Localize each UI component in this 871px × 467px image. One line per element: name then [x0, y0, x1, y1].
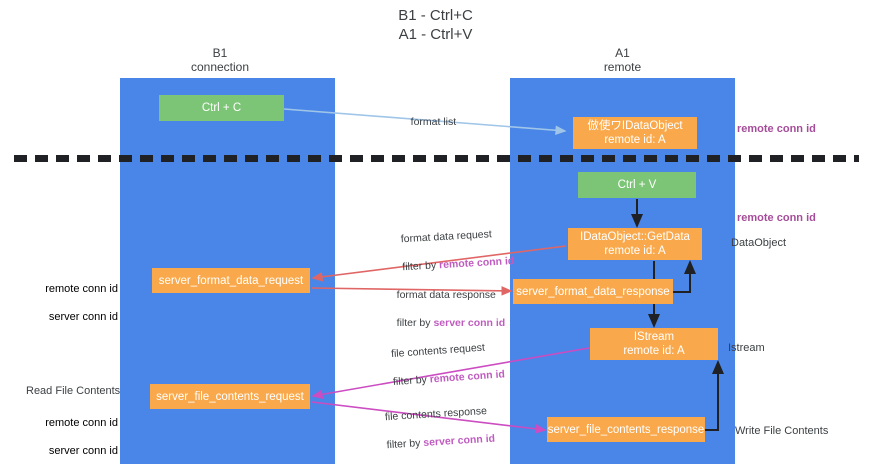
annotation-write-file-contents: Write File Contents	[735, 425, 829, 437]
edge-label-format-data-request-filter-key: remote conn id	[438, 255, 515, 272]
node-idataobject-label: 倣使ワIDataObject	[587, 120, 683, 132]
annotation-left-server-conn-id-1: server conn id	[48, 311, 118, 323]
lane-header-b1-line1: B1	[212, 46, 228, 60]
edge-label-format-data-request-filter-prefix: filter by	[402, 259, 440, 274]
page-title: B1 - Ctrl+C A1 - Ctrl+V	[398, 7, 473, 43]
annotation-dataobject: DataObject	[731, 237, 787, 249]
node-server-file-contents-request[interactable]: server_file_contents_request	[150, 384, 310, 409]
node-server-format-data-response[interactable]: server_format_data_response	[513, 279, 673, 304]
annotation-left-remote-conn-id-2: remote conn id	[45, 417, 118, 429]
annotation-left-remote-conn-id-1: remote conn id	[45, 283, 118, 295]
node-istream-label: IStream	[633, 331, 675, 343]
edge-label-file-contents-request-filter-key: remote conn id	[429, 368, 506, 386]
node-server-file-contents-response[interactable]: server_file_contents_response	[547, 417, 705, 442]
node-istream[interactable]: IStream remote id: A	[590, 328, 718, 360]
annotation-left-conn-ids-2: remote conn id server conn id	[12, 402, 118, 467]
edge-label-format-data-response-filter-key: server conn id	[433, 317, 506, 329]
node-getdata-label: IDataObject::GetData	[580, 231, 690, 243]
edge-label-format-list-text: format list	[410, 116, 457, 128]
lane-header-a1-line2: remote	[603, 60, 642, 74]
edge-label-file-contents-response: file contents response filter by server …	[372, 390, 496, 467]
node-ctrl-c[interactable]: Ctrl + C	[159, 95, 284, 121]
edge-label-format-data-request-text: format data request	[400, 228, 493, 246]
edge-label-file-contents-request-filter-prefix: filter by	[392, 373, 431, 389]
node-ctrl-v-label: Ctrl + V	[617, 179, 657, 191]
edge-label-format-list: format list	[399, 101, 457, 143]
node-getdata-sublabel: remote id: A	[604, 245, 666, 257]
node-server-format-data-request[interactable]: server_format_data_request	[152, 268, 310, 293]
annotation-istream: Istream	[728, 342, 765, 354]
edge-label-format-data-response-filter-prefix: filter by	[396, 317, 434, 329]
node-server-file-contents-response-label: server_file_contents_response	[547, 423, 705, 436]
node-ctrl-v[interactable]: Ctrl + V	[578, 172, 696, 198]
annotation-read-file-contents: Read File Contents	[26, 385, 121, 397]
edge-label-format-data-response-text: format data response	[396, 289, 496, 301]
edge-label-file-contents-response-text: file contents response	[384, 405, 488, 424]
lane-header-a1-line1: A1	[615, 46, 630, 60]
annotation-remote-conn-id-top: remote conn id	[737, 123, 816, 135]
edge-label-file-contents-request-text: file contents request	[390, 341, 486, 361]
edge-label-file-contents-response-filter-key: server conn id	[422, 432, 496, 449]
annotation-left-conn-ids-1: remote conn id server conn id	[10, 268, 118, 338]
node-ctrl-c-label: Ctrl + C	[201, 102, 242, 114]
phase-divider	[14, 155, 859, 162]
node-idataobject[interactable]: 倣使ワIDataObject remote id: A	[573, 117, 697, 149]
node-server-format-data-response-label: server_format_data_response	[516, 285, 670, 298]
annotation-remote-conn-id-mid: remote conn id	[737, 212, 816, 224]
annotation-left-server-conn-id-2: server conn id	[48, 445, 118, 457]
node-idataobject-getdata[interactable]: IDataObject::GetData remote id: A	[568, 228, 702, 260]
lane-header-b1-line2: connection	[190, 60, 250, 74]
node-idataobject-sublabel: remote id: A	[604, 134, 666, 146]
node-istream-sublabel: remote id: A	[623, 345, 685, 357]
node-server-file-contents-request-label: server_file_contents_request	[156, 390, 304, 403]
node-server-format-data-request-label: server_format_data_request	[158, 274, 304, 287]
edge-label-format-data-response: format data response filter by server co…	[385, 274, 506, 344]
edge-label-file-contents-response-filter-prefix: filter by	[386, 436, 424, 452]
